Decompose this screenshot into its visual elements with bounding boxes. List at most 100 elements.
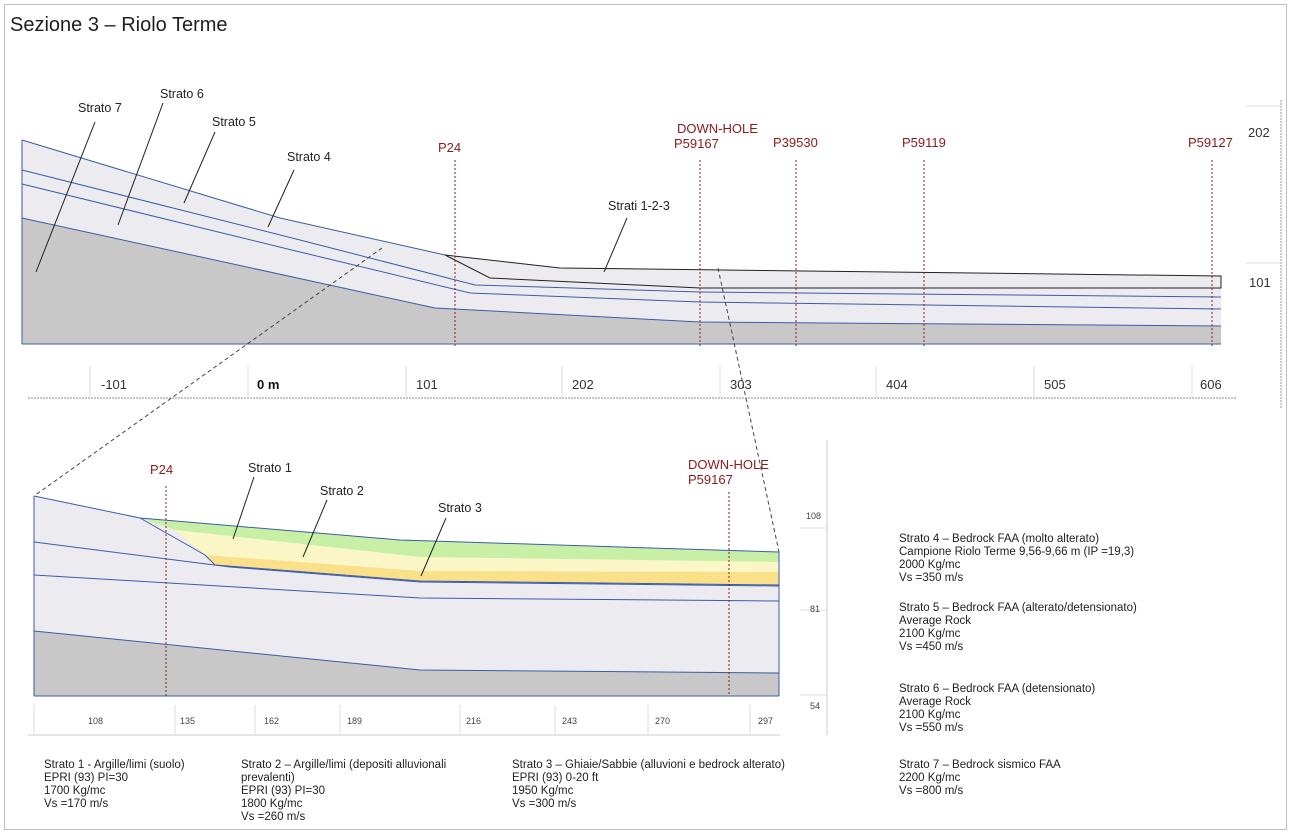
note-strato6: Strato 6 – Bedrock FAA (detensionato) Av… <box>899 683 1095 735</box>
top-strati123-outline <box>444 254 1222 289</box>
note-strato2: Strato 2 – Argille/limi (depositi alluvi… <box>241 759 446 824</box>
note-line: prevalenti) <box>241 772 295 784</box>
note-line: Campione Riolo Terme 9,56-9,66 m (IP =19… <box>899 546 1135 558</box>
note-line: 2100 Kg/mc <box>899 628 961 640</box>
top-borehole-p39530-label: P39530 <box>773 135 818 150</box>
note-strato5: Strato 5 – Bedrock FAA (alterato/detensi… <box>899 602 1137 654</box>
figure-frame <box>4 4 1287 830</box>
bottom-borehole-p59167-label: P59167 <box>688 472 733 487</box>
bottom-section: P24 DOWN-HOLE P59167 Strato 1 Strato 2 S… <box>28 440 828 736</box>
bottom-tick-label: 270 <box>655 716 670 726</box>
top-leader-strato7 <box>35 121 96 273</box>
top-elev-label: 101 <box>1249 275 1271 290</box>
top-tick-label: -101 <box>101 377 127 392</box>
top-tick-label: 404 <box>886 377 908 392</box>
bottom-tick-label: 216 <box>466 716 481 726</box>
top-borehole-p24-label: P24 <box>438 140 461 155</box>
bottom-strato1-fill <box>140 518 779 562</box>
note-line: 2200 Kg/mc <box>899 772 961 784</box>
top-label-strato6: Strato 6 <box>160 87 204 101</box>
top-elev-label: 202 <box>1248 125 1270 140</box>
bottom-tick-label: 297 <box>758 716 773 726</box>
top-surface-line <box>21 139 446 256</box>
top-label-strati123: Strati 1-2-3 <box>608 199 670 213</box>
top-boundary-5 <box>21 183 1222 310</box>
top-section: P24 DOWN-HOLE P59167 P39530 P59119 P5912… <box>21 87 1282 408</box>
top-borehole-p59167-label: P59167 <box>674 136 719 151</box>
bottom-borehole-p24-label: P24 <box>150 462 173 477</box>
top-leader-strato5 <box>183 131 216 204</box>
bottom-boundary-a <box>33 541 780 587</box>
note-line: EPRI (93) PI=30 <box>44 772 129 784</box>
top-boundary-6 <box>21 169 1222 298</box>
bottom-strato3-fill <box>205 555 779 585</box>
note-line: Strato 6 – Bedrock FAA (detensionato) <box>899 683 1096 695</box>
note-line: Vs =350 m/s <box>899 572 964 584</box>
note-strato3: Strato 3 – Ghiaie/Sabbie (alluvioni e be… <box>512 759 785 811</box>
top-tick-label: 202 <box>572 377 594 392</box>
note-line: 1700 Kg/mc <box>44 785 106 797</box>
note-line: Vs =800 m/s <box>899 785 964 797</box>
top-tick-label: 606 <box>1200 377 1222 392</box>
note-line: Strato 4 – Bedrock FAA (molto alterato) <box>899 533 1100 545</box>
top-tick-label: 505 <box>1044 377 1066 392</box>
top-borehole-downhole-label: DOWN-HOLE <box>677 121 758 136</box>
bottom-label-strato1: Strato 1 <box>248 461 292 475</box>
bottom-boundary-b <box>33 574 780 602</box>
note-line: Vs =550 m/s <box>899 722 964 734</box>
note-line: 1950 Kg/mc <box>512 785 574 797</box>
note-line: 1800 Kg/mc <box>241 798 303 810</box>
bottom-tick-label: 135 <box>180 716 195 726</box>
top-leader-strati123 <box>603 217 628 273</box>
top-borehole-p59127-label: P59127 <box>1188 135 1233 150</box>
bottom-surface-line <box>33 495 780 553</box>
note-line: Strato 3 – Ghiaie/Sabbie (alluvioni e be… <box>512 759 785 771</box>
note-line: Strato 2 – Argille/limi (depositi alluvi… <box>241 759 447 771</box>
top-tick-label: 303 <box>730 377 752 392</box>
top-tick-label: 0 m <box>257 377 279 392</box>
note-line: Average Rock <box>899 696 972 708</box>
bottom-tick-label: 162 <box>264 716 279 726</box>
bottom-label-strato3: Strato 3 <box>438 501 482 515</box>
bottom-tick-label: 243 <box>562 716 577 726</box>
top-tick-label: 101 <box>416 377 438 392</box>
note-line: Vs =450 m/s <box>899 641 964 653</box>
note-line: Strato 1 - Argille/limi (suolo) <box>44 759 185 771</box>
note-line: Vs =170 m/s <box>44 798 109 810</box>
top-label-strato7: Strato 7 <box>78 101 122 115</box>
note-line: EPRI (93) PI=30 <box>241 785 326 797</box>
bottom-tick-label: 189 <box>347 716 362 726</box>
note-line: Vs =300 m/s <box>512 798 577 810</box>
note-line: 2100 Kg/mc <box>899 709 961 721</box>
top-label-strato4: Strato 4 <box>287 150 331 164</box>
note-line: EPRI (93) 0-20 ft <box>512 772 599 784</box>
top-borehole-p59119-label: P59119 <box>902 135 946 150</box>
bottom-borehole-downhole-label: DOWN-HOLE <box>688 457 769 472</box>
note-line: 2000 Kg/mc <box>899 559 961 571</box>
note-strato7: Strato 7 – Bedrock sismico FAA 2200 Kg/m… <box>899 759 1061 798</box>
bottom-elev-label: 108 <box>806 511 821 521</box>
bottom-label-strato2: Strato 2 <box>320 484 364 498</box>
note-line: Strato 7 – Bedrock sismico FAA <box>899 759 1061 771</box>
bottom-rock-fill <box>34 631 779 696</box>
bottom-leader-strato1 <box>232 476 255 540</box>
bottom-elev-label: 81 <box>810 604 820 614</box>
bottom-tick-label: 108 <box>88 716 103 726</box>
note-line: Strato 5 – Bedrock FAA (alterato/detensi… <box>899 602 1137 614</box>
note-line: Average Rock <box>899 615 972 627</box>
note-strato4: Strato 4 – Bedrock FAA (molto alterato) … <box>899 533 1134 585</box>
note-line: Vs =260 m/s <box>241 811 306 823</box>
bottom-strato2-fill <box>175 530 779 572</box>
top-boundary-4 <box>21 217 1222 327</box>
bottom-elev-label: 54 <box>810 701 820 711</box>
top-leader-strato4 <box>267 169 295 228</box>
bottom-leader-strato3 <box>420 517 447 577</box>
page-title: Sezione 3 – Riolo Terme <box>10 14 228 36</box>
note-strato1: Strato 1 - Argille/limi (suolo) EPRI (93… <box>44 759 185 811</box>
top-strato7-fill <box>22 218 1221 344</box>
top-soil-fill <box>22 140 1221 326</box>
top-label-strato5: Strato 5 <box>212 115 256 129</box>
top-leader-strato6 <box>117 102 164 226</box>
bottom-boundary-c <box>33 630 780 674</box>
